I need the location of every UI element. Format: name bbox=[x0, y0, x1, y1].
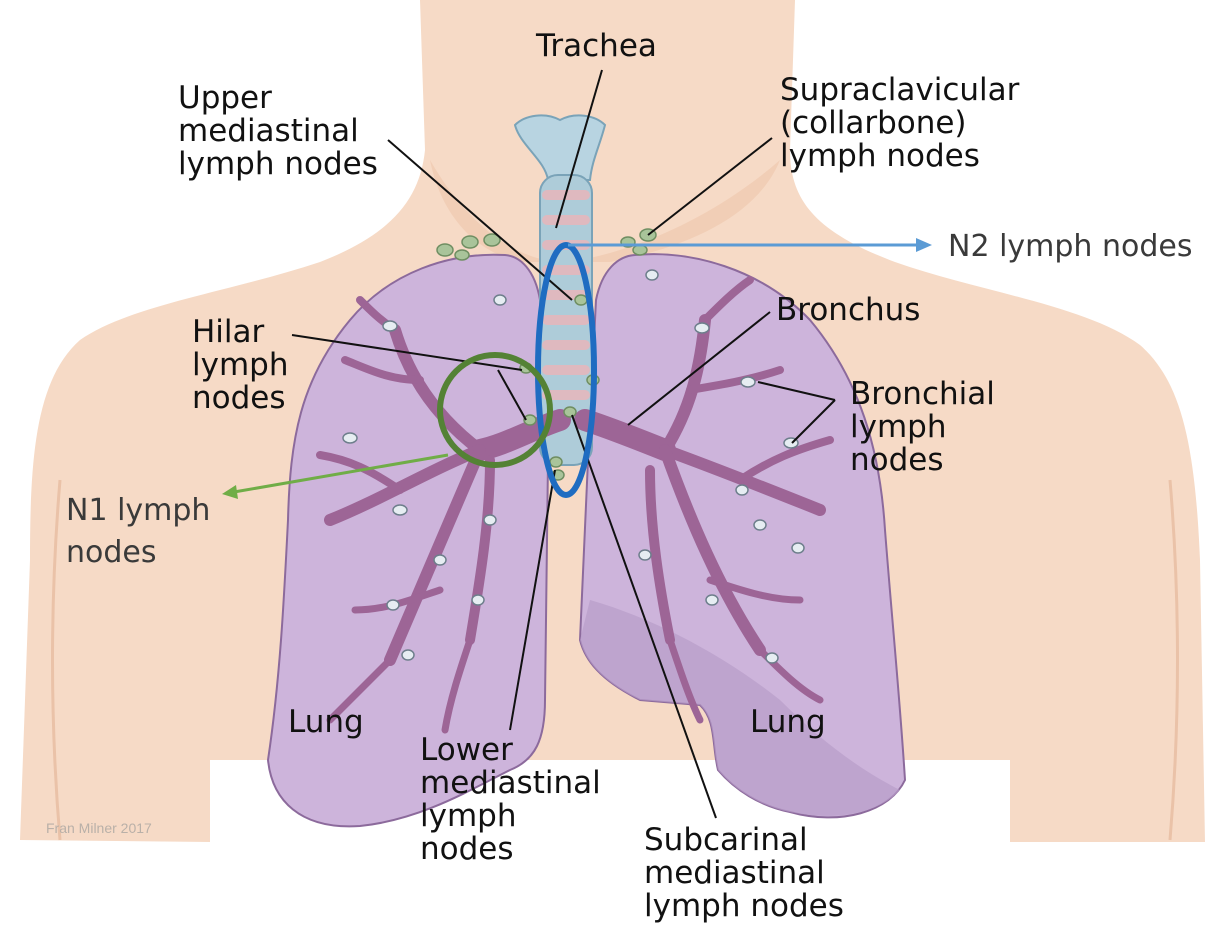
label-upper-mediastinal: Upper mediastinal lymph nodes bbox=[178, 82, 378, 181]
n2-arrowhead bbox=[916, 238, 932, 252]
label-supraclavicular: Supraclavicular (collarbone) lymph nodes bbox=[780, 74, 1019, 173]
label-lung-right: Lung bbox=[750, 706, 826, 739]
label-trachea: Trachea bbox=[536, 30, 657, 63]
label-n2-lymph-nodes: N2 lymph nodes bbox=[948, 230, 1192, 263]
label-n1-lymph-nodes: N1 lymph nodes bbox=[66, 490, 210, 574]
illustrator-credit: Fran Milner 2017 bbox=[46, 820, 152, 836]
label-lower-mediastinal: Lower mediastinal lymph nodes bbox=[420, 734, 601, 866]
label-bronchial: Bronchial lymph nodes bbox=[850, 378, 995, 477]
label-hilar: Hilar lymph nodes bbox=[192, 316, 288, 415]
label-bronchus: Bronchus bbox=[776, 294, 920, 327]
label-lung-left: Lung bbox=[288, 706, 364, 739]
label-subcarinal: Subcarinal mediastinal lymph nodes bbox=[644, 824, 844, 923]
